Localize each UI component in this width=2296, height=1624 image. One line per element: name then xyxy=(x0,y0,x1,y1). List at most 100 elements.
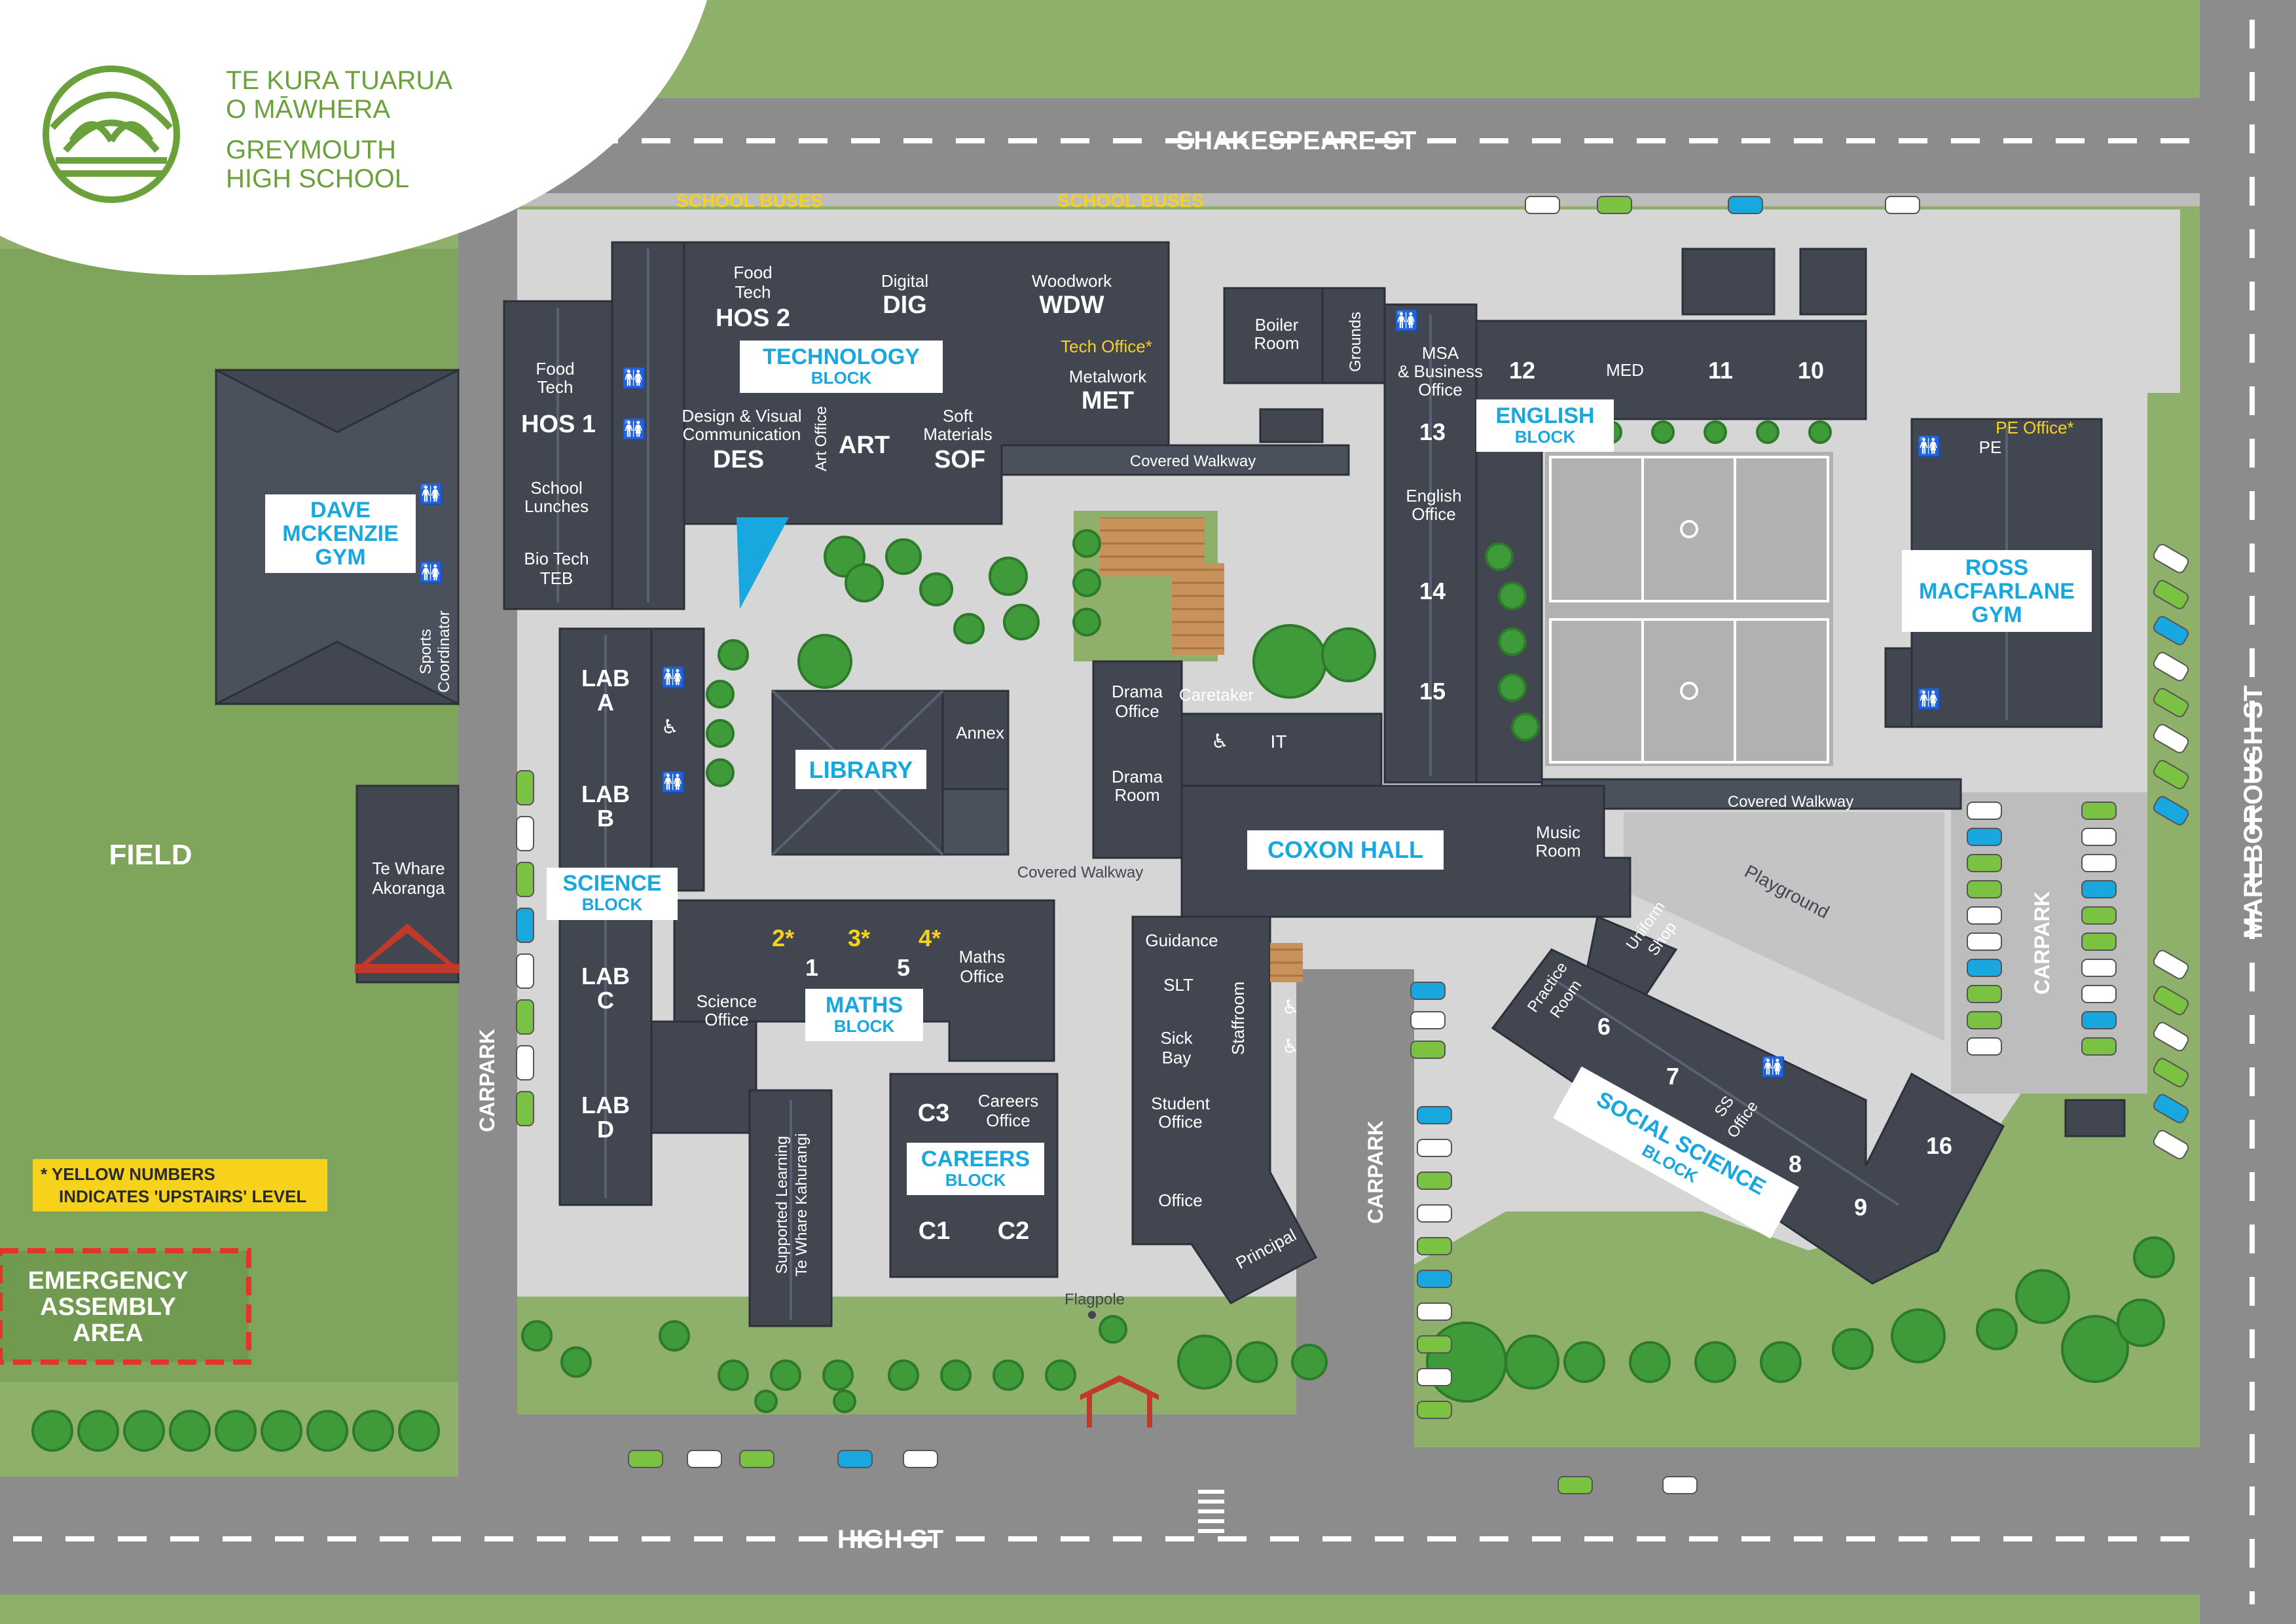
tree-icon xyxy=(352,1410,394,1452)
technology-walkway xyxy=(1000,444,1350,476)
shakespeare-curb xyxy=(471,193,2226,206)
car-icon xyxy=(2153,1094,2189,1124)
tree-icon xyxy=(659,1320,690,1352)
tree-icon xyxy=(833,1390,856,1413)
science-label-2: BLOCK xyxy=(582,895,643,914)
maths-room-2: 2* xyxy=(772,925,794,951)
lab-a-2: A xyxy=(597,689,614,716)
music-label-2: Room xyxy=(1535,841,1580,860)
it-label: IT xyxy=(1271,731,1287,752)
carpark-label-west: CARPARK xyxy=(475,1029,499,1132)
tree-icon xyxy=(919,572,953,606)
toilet-icon: 🚻 xyxy=(419,561,443,585)
tree-icon xyxy=(770,1359,801,1391)
accessible-icon: ♿ xyxy=(1211,730,1229,753)
car-icon xyxy=(1597,196,1632,214)
tree-icon xyxy=(953,613,985,644)
tree-icon xyxy=(1236,1341,1278,1383)
library-label: LIBRARY xyxy=(809,756,913,783)
tree-icon xyxy=(1976,1308,2018,1350)
drama-office-1: Drama xyxy=(1112,682,1163,701)
car-icon xyxy=(1728,196,1763,214)
court-lines xyxy=(1549,456,1829,764)
toilet-icon: 🚻 xyxy=(622,418,646,441)
pe-label: PE xyxy=(1979,437,2002,457)
english-room-med: MED xyxy=(1606,360,1644,380)
deck-2 xyxy=(1172,563,1224,655)
flagpole-marker xyxy=(1088,1311,1096,1319)
school-name-english-line1: GREYMOUTH xyxy=(226,136,396,164)
car-icon xyxy=(2081,828,2117,846)
car-icon xyxy=(1967,880,2002,898)
tree-icon xyxy=(888,1359,919,1391)
north-shed-2 xyxy=(1799,248,1867,316)
car-icon xyxy=(516,1045,534,1080)
lab-c-2: C xyxy=(597,987,614,1014)
social-room-16: 16 xyxy=(1926,1132,1952,1159)
playground-area xyxy=(1624,812,1944,1041)
english-office-1: English xyxy=(1406,486,1461,506)
tree-icon xyxy=(989,557,1028,596)
flagpole-label: Flagpole xyxy=(1065,1291,1125,1308)
school-name-maori-line2: O MĀWHERA xyxy=(226,95,390,124)
car-icon xyxy=(1525,196,1560,214)
tree-icon xyxy=(1177,1335,1232,1390)
high-street-verge xyxy=(0,1595,2296,1624)
facility-icons: 🚻 🚻 🚻 🚻 🚻 ♿ 🚻 🚻 🚻 🚻 ♿ 🚻 ♿ ♿ xyxy=(419,309,1941,1079)
ross-label-3: GYM xyxy=(1971,602,2022,627)
lab-d-1: LAB xyxy=(581,1092,630,1118)
sick-bay-2: Bay xyxy=(1162,1048,1192,1067)
student-office-1: Student xyxy=(1151,1094,1210,1113)
food-tech-b-1: Food xyxy=(536,359,574,378)
tree-icon xyxy=(797,634,852,689)
tree-icon xyxy=(1485,542,1514,571)
food-tech-a-2: Tech xyxy=(735,282,771,302)
carpark-label-centre: CARPARK xyxy=(1364,1120,1387,1224)
grounds-label: Grounds xyxy=(1347,312,1364,372)
caretaker-label: Caretaker xyxy=(1179,685,1254,705)
boiler-room-building xyxy=(1223,287,1324,384)
car-icon xyxy=(1410,1011,1446,1029)
science-annex xyxy=(650,627,705,892)
car-icon xyxy=(2153,688,2189,718)
student-office-2: Office xyxy=(1158,1112,1202,1132)
tree-icon xyxy=(1291,1344,1328,1380)
south-lawn xyxy=(517,1297,1303,1414)
boiler-label-2: Room xyxy=(1254,333,1299,353)
tree-icon xyxy=(1321,627,1376,682)
ross-label-1: ROSS xyxy=(1965,555,2028,580)
lab-a-1: LAB xyxy=(581,665,630,692)
careers-label-1: CAREERS xyxy=(921,1147,1030,1172)
car-icon xyxy=(516,908,534,943)
biotech-label-2: TEB xyxy=(540,568,574,588)
tree-icon xyxy=(1003,604,1040,640)
tree-icon xyxy=(1099,1315,1127,1344)
te-whare-akoranga-building xyxy=(355,784,460,984)
tree-icon xyxy=(1651,420,1675,444)
car-icon xyxy=(516,953,534,989)
car-icon xyxy=(1967,1011,2002,1029)
social-room-6: 6 xyxy=(1597,1013,1611,1040)
maths-room-5: 5 xyxy=(897,954,910,981)
car-icon xyxy=(2081,854,2117,872)
car-icon xyxy=(516,816,534,851)
tree-icon xyxy=(1498,673,1527,702)
car-icon xyxy=(1417,1335,1452,1354)
music-label-1: Music xyxy=(1536,822,1580,842)
maths-room-3: 3* xyxy=(848,925,870,951)
grounds-building xyxy=(1321,287,1386,384)
office-label: Office xyxy=(1158,1190,1202,1210)
tree-icon xyxy=(706,680,735,709)
wdw-label: WDW xyxy=(1039,291,1104,319)
tree-icon xyxy=(993,1359,1024,1391)
te-whare-gateway-icon xyxy=(355,923,460,973)
car-icon xyxy=(2153,986,2189,1016)
car-icon xyxy=(1967,828,2002,846)
car-icon xyxy=(2153,580,2189,610)
car-icon xyxy=(2081,1011,2117,1029)
toilet-icon: 🚻 xyxy=(419,483,443,506)
tree-icon xyxy=(1072,529,1101,558)
toilet-icon: 🚻 xyxy=(1394,309,1419,333)
car-icon xyxy=(516,862,534,897)
car-icon xyxy=(2081,985,2117,1003)
